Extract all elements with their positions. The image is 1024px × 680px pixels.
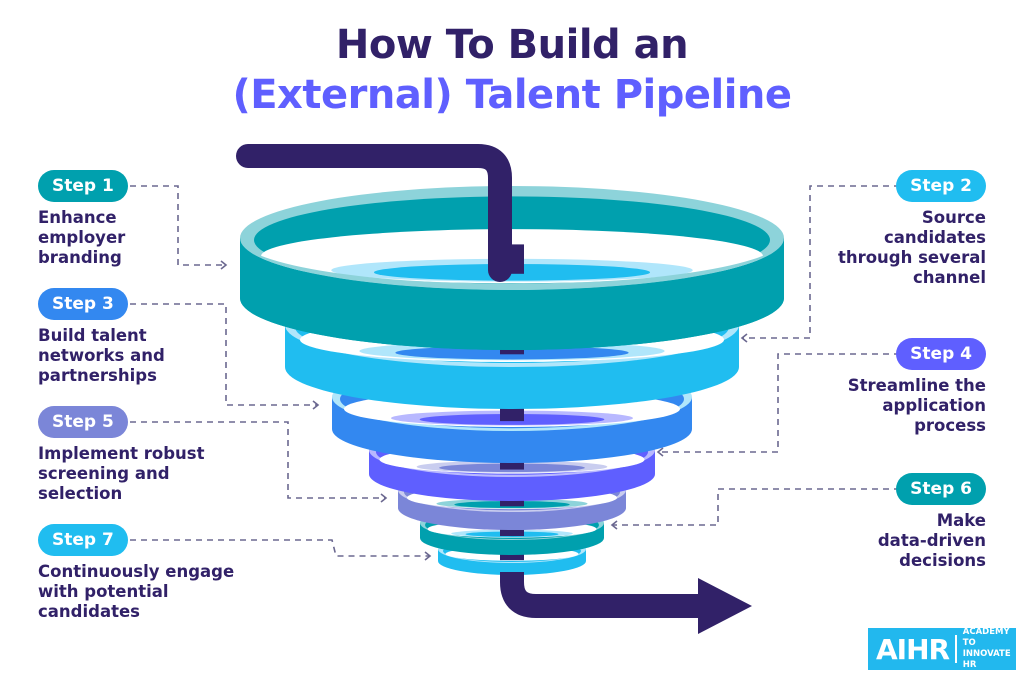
- step-1-text: Enhance employer branding: [38, 208, 126, 267]
- connector-step-4-line: [658, 353, 900, 453]
- logo-divider: [955, 635, 957, 663]
- connector-step-7: [130, 539, 432, 561]
- aihr-logo: AIHR ACADEMY TO INNOVATE HR: [868, 627, 1016, 670]
- step-5: Step 5 Implement robust screening and se…: [38, 406, 205, 504]
- connector-step-5: [130, 421, 388, 503]
- step-4-text: Streamline the application process: [847, 376, 986, 435]
- step-4: Step 4 Streamline the application proces…: [848, 338, 986, 436]
- step-5-text: Implement robust screening and selection: [38, 444, 205, 503]
- connector-step-4: [656, 353, 900, 457]
- connector-step-3: [130, 303, 320, 410]
- input-pipe: [236, 144, 512, 282]
- step-6-text: Make data-driven decisions: [877, 511, 986, 570]
- connector-step-1-line: [130, 185, 226, 266]
- connector-step-7-line: [130, 539, 430, 557]
- logo-mark: AIHR: [876, 632, 950, 666]
- connector-step-2-line: [742, 185, 900, 339]
- step-3-text: Build talent networks and partnerships: [38, 326, 165, 385]
- connector-step-5-line: [130, 421, 386, 499]
- step-3-badge: Step 3: [38, 288, 128, 320]
- step-7: Step 7 Continuously engage with potentia…: [38, 524, 234, 622]
- title-line-2: (External) Talent Pipeline: [232, 72, 792, 118]
- step-1-badge: Step 1: [38, 170, 128, 202]
- title-line-1: How To Build an: [335, 22, 689, 68]
- connector-step-4-arrowhead-icon: [656, 447, 664, 457]
- connector-step-6-line: [612, 488, 900, 526]
- connector-step-7-arrowhead-icon: [424, 551, 432, 561]
- step-1: Step 1 Enhance employer branding: [38, 170, 128, 268]
- pipes: [236, 144, 784, 634]
- connector-step-3-line: [130, 303, 318, 406]
- connectors: [130, 185, 900, 561]
- output-pipe: [500, 570, 700, 618]
- step-7-badge: Step 7: [38, 524, 128, 556]
- connector-step-5-arrowhead-icon: [380, 493, 388, 503]
- step-3: Step 3 Build talent networks and partner…: [38, 288, 165, 386]
- connector-step-1: [130, 185, 228, 270]
- step-4-badge: Step 4: [896, 338, 986, 370]
- step-2: Step 2 Source candidates through several…: [838, 170, 986, 288]
- connector-step-6-arrowhead-icon: [610, 520, 618, 530]
- step-2-badge: Step 2: [896, 170, 986, 202]
- connector-step-3-arrowhead-icon: [312, 400, 320, 410]
- connector-step-6: [610, 488, 900, 530]
- output-arrow-head: [698, 578, 752, 634]
- connector-step-1-arrowhead-icon: [220, 260, 228, 270]
- connector-step-2: [740, 185, 900, 343]
- connector-step-2-arrowhead-icon: [740, 333, 748, 343]
- step-7-text: Continuously engage with potential candi…: [38, 562, 235, 621]
- logo-tagline: ACADEMY TO INNOVATE HR: [962, 627, 1011, 670]
- step-6-badge: Step 6: [896, 473, 986, 505]
- step-6: Step 6 Make data-driven decisions: [878, 473, 986, 571]
- ring-1-front-band: [240, 238, 784, 350]
- step-5-badge: Step 5: [38, 406, 128, 438]
- step-2-text: Source candidates through several channe…: [837, 208, 986, 287]
